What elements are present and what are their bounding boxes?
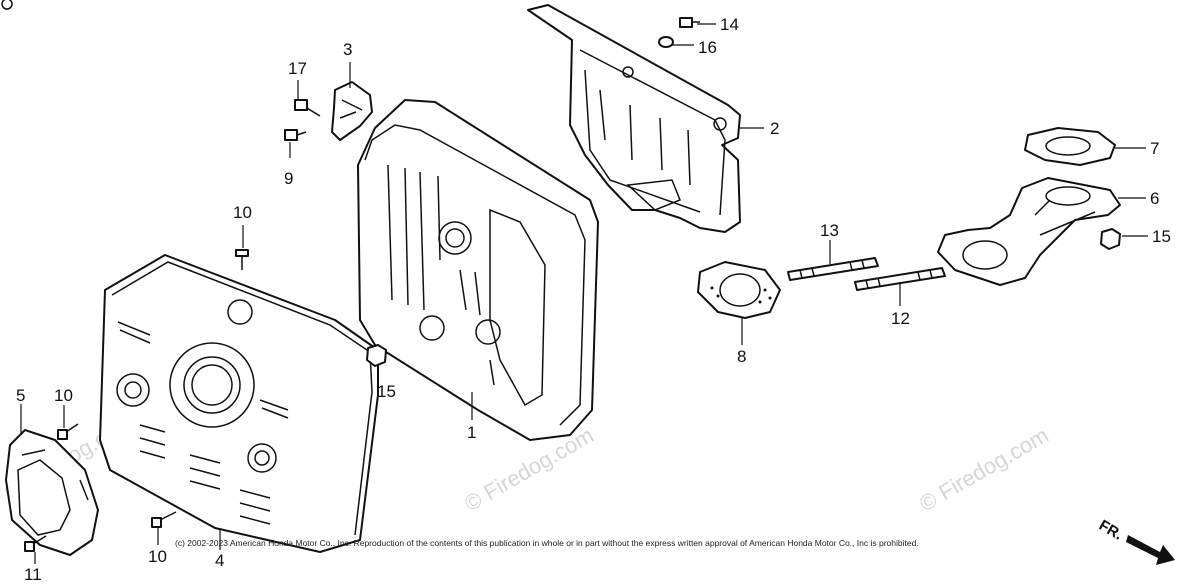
label-part-13: 13 [820,221,839,240]
part-2-protector [527,4,741,233]
label-part-11: 11 [24,565,42,584]
part-16-washer [658,36,674,48]
label-part-9: 9 [284,169,293,188]
label-part-12: 12 [891,309,910,328]
label-part-17: 17 [288,59,307,78]
part-9-bolt [284,129,307,141]
part-12-stud [854,267,946,291]
label-part-7: 7 [1150,139,1159,158]
corner-mark [1,0,13,10]
part-5-arrester-cap [5,429,99,556]
copyright-notice: (c) 2002-2023 American Honda Motor Co., … [175,538,919,548]
label-part-10-top: 10 [233,203,252,222]
part-14-bolt [679,17,700,28]
part-10-bolt-top [235,249,249,270]
label-part-14: 14 [720,15,739,34]
part-labels: 3 17 9 10 14 16 2 7 6 15 13 12 8 15 1 4 … [16,15,1171,584]
part-15-nut-right [1100,228,1121,250]
part-3-bracket [331,81,373,141]
leader-lines [20,23,1148,564]
watermark-2: © Firedog.com [915,422,1053,516]
label-part-4: 4 [215,551,224,570]
label-part-1: 1 [467,423,476,442]
part-8-gasket [697,261,781,319]
front-arrow-icon [1126,535,1175,565]
label-part-8: 8 [737,347,746,366]
label-part-16: 16 [698,38,717,57]
label-part-10-bottom: 10 [148,547,167,566]
front-label: FR. [1096,517,1125,544]
label-part-15-left: 15 [377,382,396,401]
part-7-gasket [1024,127,1116,166]
part-15-nut-left [366,344,387,367]
part-17-bolt [294,99,321,117]
part-10-bolt-bottom [151,511,177,528]
label-part-6: 6 [1150,189,1159,208]
label-part-5: 5 [16,386,25,405]
part-4-muffler-protector [99,254,379,553]
label-part-2: 2 [770,119,779,138]
label-part-3: 3 [343,40,352,59]
part-1-muffler [357,99,599,441]
part-13-stud [787,257,879,281]
part-11-screw [24,535,47,552]
part-6-exhaust-pipe [937,177,1121,286]
front-direction-indicator: FR. [1096,517,1175,565]
part-10-bolt-left [57,423,79,440]
label-part-10-left: 10 [54,386,73,405]
label-part-15-right: 15 [1152,227,1171,246]
